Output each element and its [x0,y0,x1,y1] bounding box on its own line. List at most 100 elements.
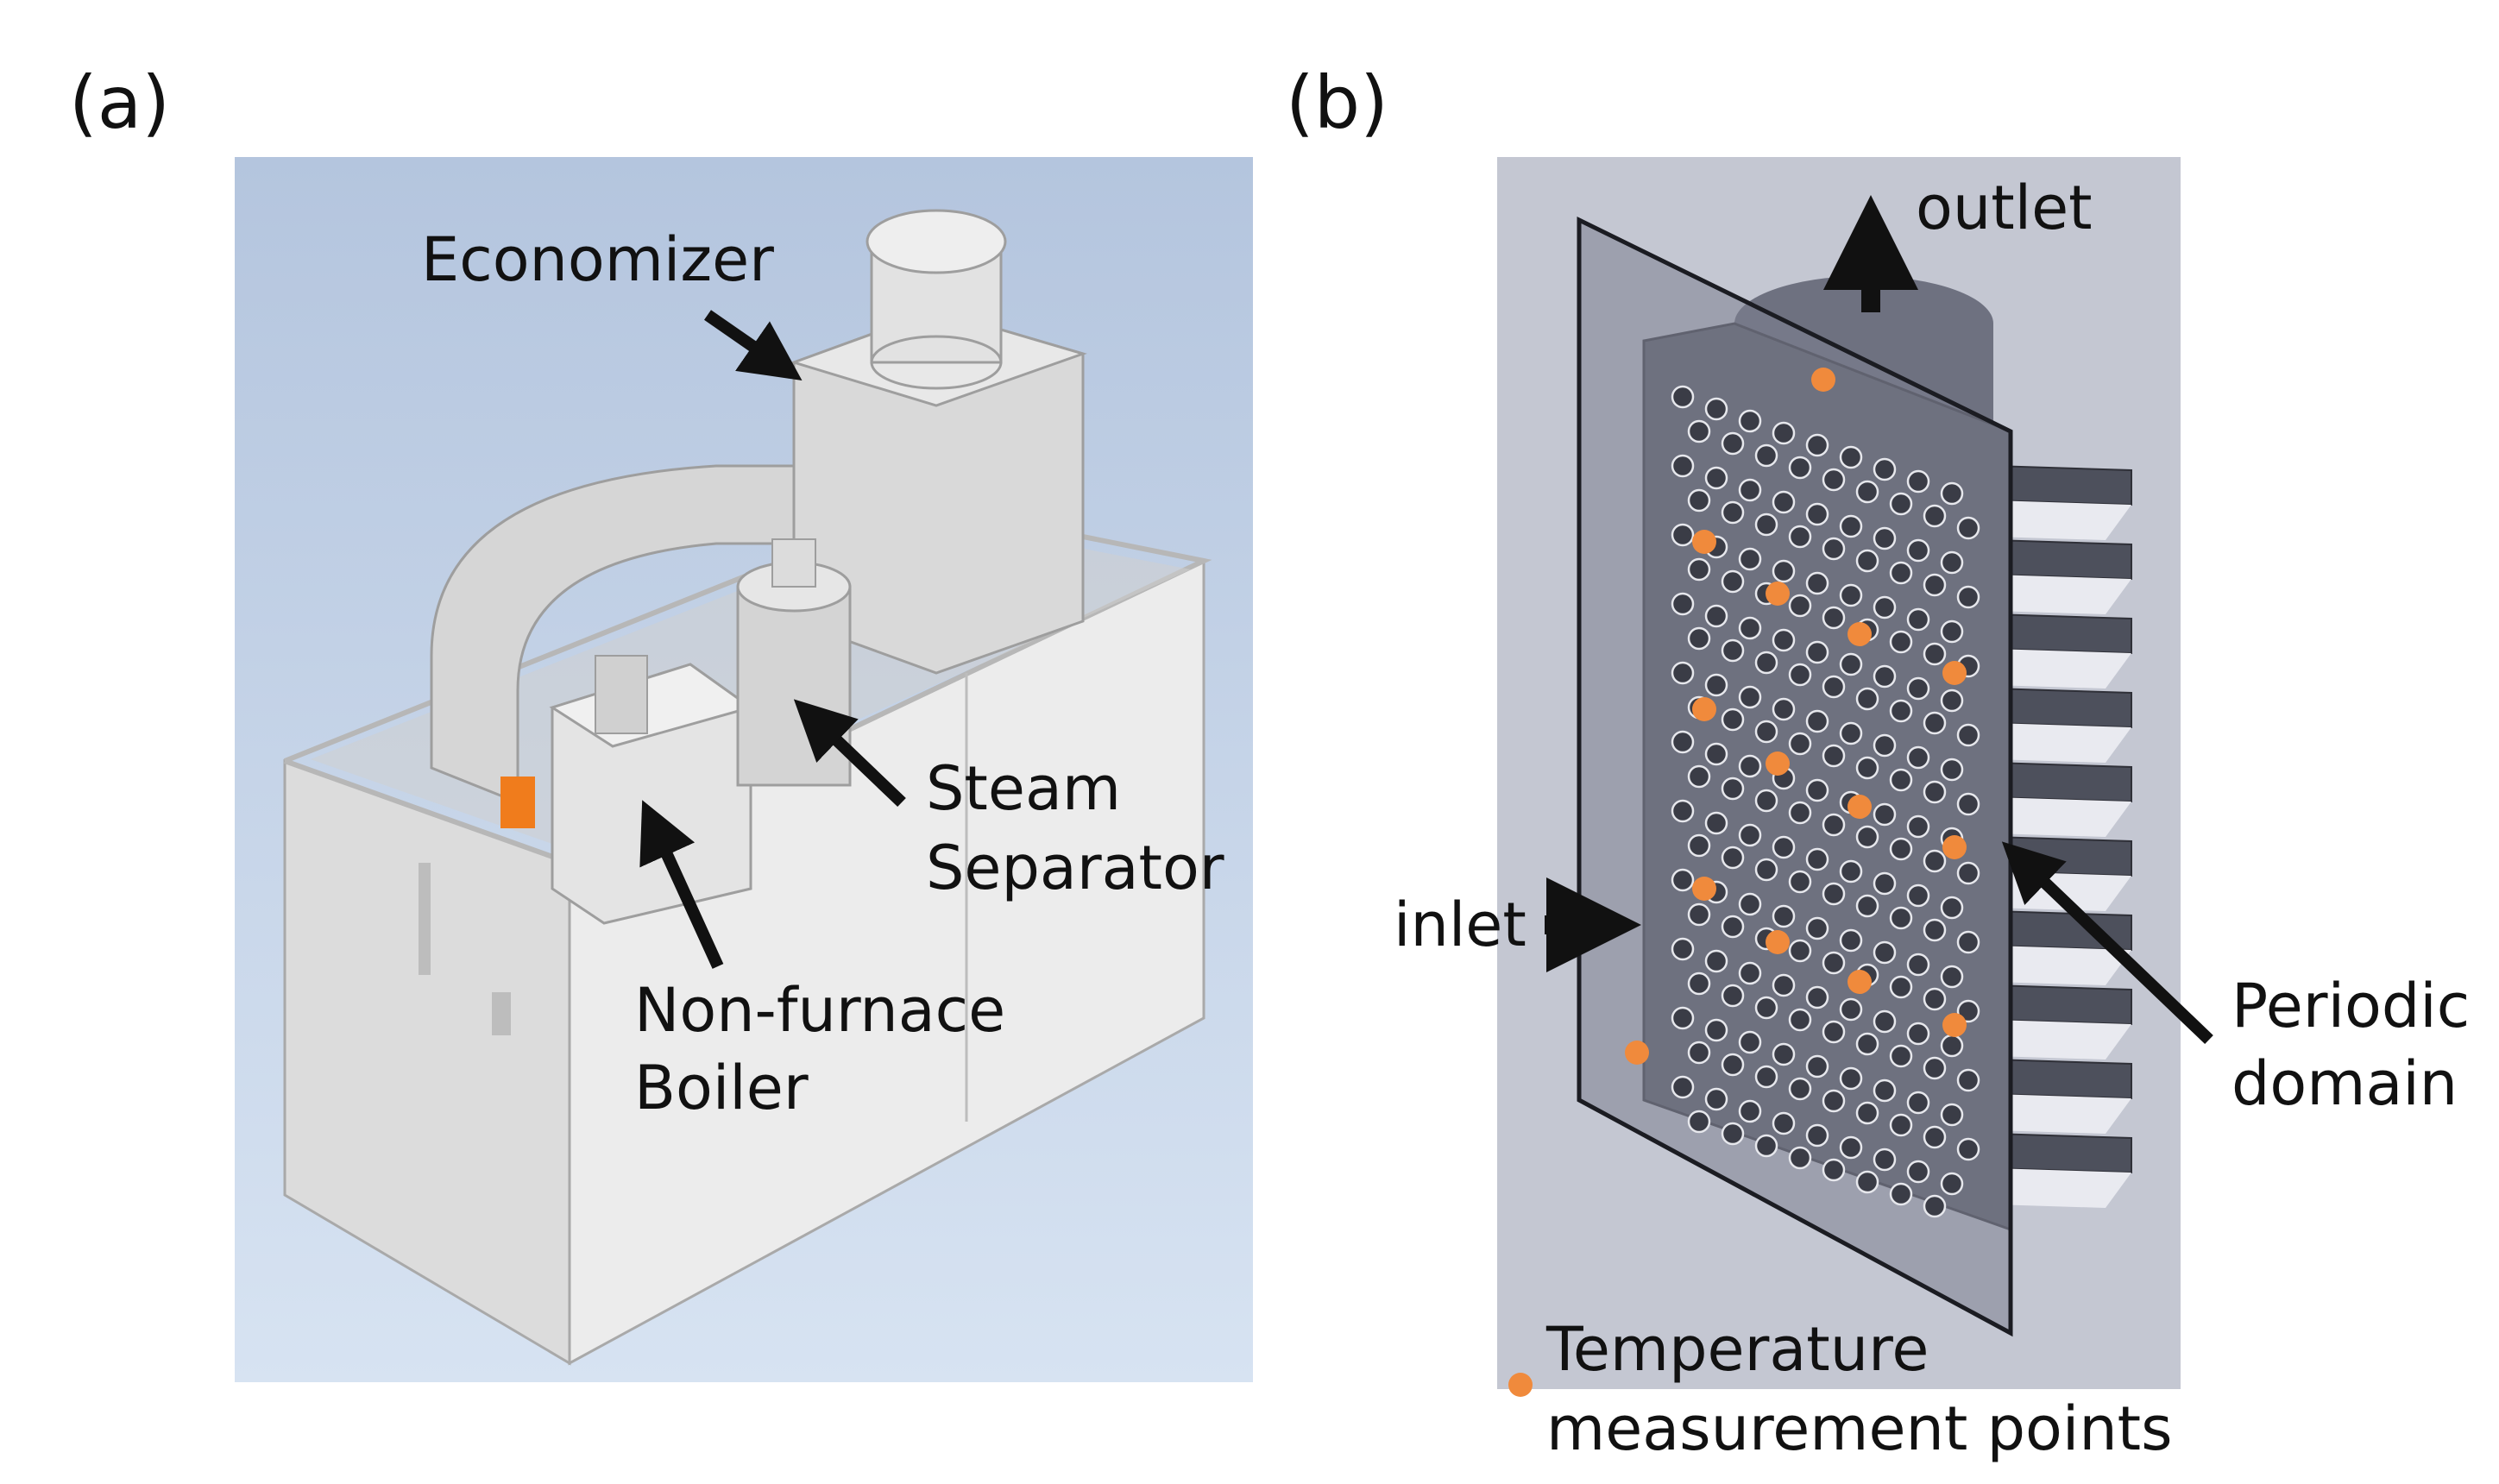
tube [1772,1042,1796,1066]
tube [1738,754,1762,778]
tube [1687,833,1711,858]
tube [1721,638,1745,663]
measurement-point [1766,751,1790,776]
tube [1687,1041,1711,1065]
tube [1906,676,1930,701]
tube [1923,1194,1947,1218]
tube [1704,1087,1728,1111]
tube [1805,778,1829,802]
tube [1788,1146,1812,1170]
tube [1721,431,1745,456]
tube [1889,561,1913,585]
tube [1889,1113,1913,1137]
tube [1940,1172,1964,1196]
tube [1772,904,1796,928]
tube [1788,525,1812,549]
tube [1906,883,1930,908]
tube [1738,823,1762,847]
tube [1704,811,1728,835]
tube [1873,1009,1897,1034]
tube [1805,571,1829,595]
panel-b-label: (b) [1286,60,1388,145]
measurement-point [1847,622,1872,646]
periodic-domain-label-line1: Periodic [2231,971,2470,1041]
tube [1923,504,1947,528]
tube [1788,732,1812,756]
tube [1738,409,1762,433]
tube [1671,523,1695,547]
tube [1721,777,1745,801]
fin [1992,613,2132,655]
tube [1940,689,1964,713]
tube [1805,985,1829,1009]
tube [1721,915,1745,939]
tube [1855,549,1879,573]
tube [1956,1137,1980,1161]
tube [1822,882,1846,906]
tube [1805,847,1829,871]
tube [1754,720,1778,744]
tube [1772,421,1796,445]
tube [1704,397,1728,421]
tube [1906,745,1930,770]
tube [1704,604,1728,628]
tube [1704,742,1728,766]
tube [1738,961,1762,985]
fin-gap [1993,649,2131,689]
tube [1839,652,1863,676]
measurement-point [1942,835,1967,859]
fin-gap [1993,723,2131,763]
tube [1738,685,1762,709]
tube [1956,930,1980,954]
tube [1704,1018,1728,1042]
tube [1721,984,1745,1008]
tube [1671,799,1695,823]
tube [1687,488,1711,512]
tube [1855,1101,1879,1125]
tube [1805,1123,1829,1148]
tube [1855,825,1879,849]
measurement-point [1692,530,1716,554]
tube [1805,502,1829,526]
tube [1671,1075,1695,1099]
tube [1873,1148,1897,1172]
tube [1839,997,1863,1022]
tube [1906,538,1930,563]
fin-gap [1993,575,2131,614]
tube [1772,490,1796,514]
steam-separator-arrow [793,699,906,808]
tube [1956,516,1980,540]
tube [1788,801,1812,825]
tube [1873,595,1897,619]
tube [1738,616,1762,640]
tube [1772,835,1796,859]
tube [1754,858,1778,882]
tube [1940,550,1964,575]
tube [1754,651,1778,675]
tube [1671,385,1695,409]
tube [1805,1054,1829,1078]
tube [1839,859,1863,883]
fin-gap [1993,797,2131,837]
tube [1889,1182,1913,1206]
tube [1805,916,1829,940]
economizer-arrow [704,310,803,380]
boiler-label-line1: Non-furnace [634,975,1005,1046]
tube [1687,902,1711,927]
tube [1754,996,1778,1020]
tube [1704,673,1728,697]
tube [1923,711,1947,735]
tube [1906,1160,1930,1184]
tube [1889,630,1913,654]
inlet-label: inlet [1394,890,1526,960]
measurement-point [1692,877,1716,901]
tube [1822,1020,1846,1044]
tube [1822,537,1846,561]
tube [1788,594,1812,618]
tube [1805,709,1829,733]
tube [1721,846,1745,870]
tube [1839,1135,1863,1160]
tube [1839,721,1863,745]
tube [1956,999,1980,1023]
